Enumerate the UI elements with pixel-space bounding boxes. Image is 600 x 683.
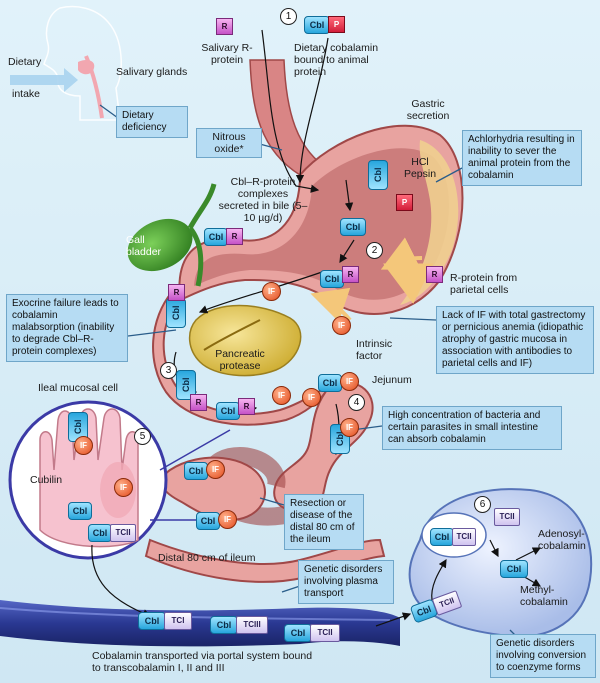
jejunum-if-2-icon: IF — [302, 388, 321, 407]
path-arrow-5 — [198, 271, 323, 314]
dietary-cobalamin-label: Dietary cobalamin bound to animal protei… — [294, 42, 379, 78]
gastric-secretion-label: Gastric secretion — [406, 98, 450, 122]
ileum-if-icon: IF — [340, 418, 359, 437]
mito-cbl-icon: Cbl — [430, 528, 454, 546]
dietary-cbl-icon: Cbl — [304, 16, 330, 34]
ileal-mucosal-cell-label: Ileal mucosal cell — [38, 382, 118, 394]
intrinsic-factor-label: Intrinsic factor — [356, 338, 393, 362]
portal-vein — [0, 600, 400, 647]
dietary-deficiency-box: Dietary deficiency — [116, 106, 188, 138]
cell-tc2-icon: TCII — [110, 524, 136, 542]
cbl-r-stomach-rprotein-icon: R — [342, 266, 359, 283]
high-bacteria-box: High concentration of bacteria and certa… — [382, 406, 562, 450]
path-arrow-10 — [375, 612, 412, 627]
step-number-4: 4 — [348, 394, 365, 411]
ileum-if-2-icon: IF — [206, 460, 225, 479]
portal-transport-label: Cobalamin transported via portal system … — [92, 650, 313, 674]
salivary-rprotein-icon: R — [216, 18, 233, 35]
salivary-glands-label: Salivary glands — [116, 66, 188, 78]
gastric-mucosa — [400, 140, 459, 305]
duodenum-cbl-icon: Cbl — [166, 298, 186, 328]
stomach-cbl-icon: Cbl — [368, 160, 388, 190]
path-arrow-12 — [489, 539, 499, 558]
jejunum-if-icon: IF — [340, 372, 359, 391]
path-arrow-4 — [339, 239, 355, 264]
adenosyl-label: Adenosyl-cobalamin — [538, 528, 586, 552]
resection-box: Resection or disease of the distal 80 cm… — [284, 494, 364, 550]
hcl-pepsin-label: HCl Pepsin — [403, 156, 437, 180]
portal-tc3-icon: TCIII — [236, 616, 268, 634]
salivary-rprotein-label: Salivary R-protein — [201, 42, 253, 66]
stomach-if-icon: IF — [262, 282, 281, 301]
dietary-label: Dietary — [8, 56, 42, 68]
portal-cbl-tc1-icon: Cbl — [138, 612, 166, 630]
distal-if-icon: IF — [218, 510, 237, 529]
bile-duct — [187, 183, 217, 287]
lack-if-box: Lack of IF with total gastrectomy or per… — [436, 306, 594, 374]
bile-rprotein-icon: R — [226, 228, 243, 245]
mito-tc2-icon: TCII — [452, 528, 476, 546]
pancreatic-duct — [203, 319, 261, 351]
cell-cbl-tc2-icon: Cbl — [88, 524, 112, 542]
cytosol-cbl-icon: Cbl — [500, 560, 528, 578]
path-arrow-11 — [431, 558, 447, 601]
portal-tc2-icon: TCII — [310, 624, 340, 642]
methyl-label: Methyl-cobalamin — [520, 584, 568, 608]
gall-bladder — [127, 218, 193, 272]
portal-tc1-icon: TCI — [164, 612, 192, 630]
parietal-if-icon: IF — [332, 316, 351, 335]
cell-free-cbl-icon: Cbl — [68, 502, 92, 520]
free-tc2-icon: TCII — [494, 508, 520, 526]
genetic-coenzyme-box: Genetic disorders involving conversion t… — [490, 634, 596, 678]
step-number-3: 3 — [160, 362, 177, 379]
genetic-plasma-box: Genetic disorders involving plasma trans… — [298, 560, 394, 604]
path-arrow-9 — [91, 544, 152, 618]
if-flow-arrow — [310, 287, 352, 322]
pancreas — [188, 304, 302, 377]
cell-if-icon: IF — [74, 436, 93, 455]
gastric-flow-arrow — [383, 263, 434, 304]
cubilin-label: Cubilin — [30, 474, 63, 486]
magnifier-connector — [150, 429, 231, 521]
step-number-6: 6 — [474, 496, 491, 513]
path-arrow-3 — [344, 179, 354, 212]
distal-cbl-icon: Cbl — [196, 512, 220, 530]
free-cbl-icon: Cbl — [340, 218, 366, 236]
path-arrow-1 — [261, 29, 320, 193]
stomach-pepsin-icon: P — [396, 194, 413, 211]
intake-label: intake — [12, 88, 41, 100]
achlorhydria-box: Achlorhydria resulting in inability to s… — [462, 130, 582, 186]
duodenum-rprotein-2-icon: R — [190, 394, 207, 411]
nitrous-oxide-label: Nitrous oxide* — [196, 128, 262, 158]
step-number-2: 2 — [366, 242, 383, 259]
intake-arrow — [10, 68, 78, 92]
exocrine-failure-box: Exocrine failure leads to cobalamin mala… — [6, 294, 128, 362]
path-arrow-2 — [295, 37, 329, 184]
lumen-cbl-icon: Cbl — [216, 402, 240, 420]
step-number-1: 1 — [280, 8, 297, 25]
gall-bladder-label: Gall bladder — [126, 234, 162, 258]
bile-cbl-icon: Cbl — [204, 228, 228, 246]
duodenum-rprotein-icon: R — [168, 284, 185, 301]
ileum-cbl-2-icon: Cbl — [184, 462, 208, 480]
lumen-rprotein-icon: R — [238, 398, 255, 415]
cell-if-2-icon: IF — [114, 478, 133, 497]
jejunum-cbl-icon: Cbl — [318, 374, 342, 392]
cbl-r-complexes-label: Cbl–R-protein complexes secreted in bile… — [218, 176, 308, 224]
parietal-rprotein-icon: R — [426, 266, 443, 283]
dietary-protein-icon: P — [328, 16, 345, 33]
throat-shape — [84, 55, 104, 119]
path-arrow-13 — [515, 547, 542, 561]
portal-cbl-tc3-icon: Cbl — [210, 616, 238, 634]
cbl-r-stomach-icon: Cbl — [320, 270, 344, 288]
portal-cbl-tc2-icon: Cbl — [284, 624, 312, 642]
pancreatic-protease-label: Pancreatic protease — [215, 348, 265, 372]
rprotein-parietal-label: R-protein from parietal cells — [450, 272, 518, 296]
rprotein-flow-arrow — [380, 237, 423, 270]
lumen-if-icon: IF — [272, 386, 291, 405]
jejunum-label: Jejunum — [372, 374, 412, 386]
step-number-5: 5 — [134, 428, 151, 445]
distal-ileum-label: Distal 80 cm of ileum — [158, 552, 256, 564]
